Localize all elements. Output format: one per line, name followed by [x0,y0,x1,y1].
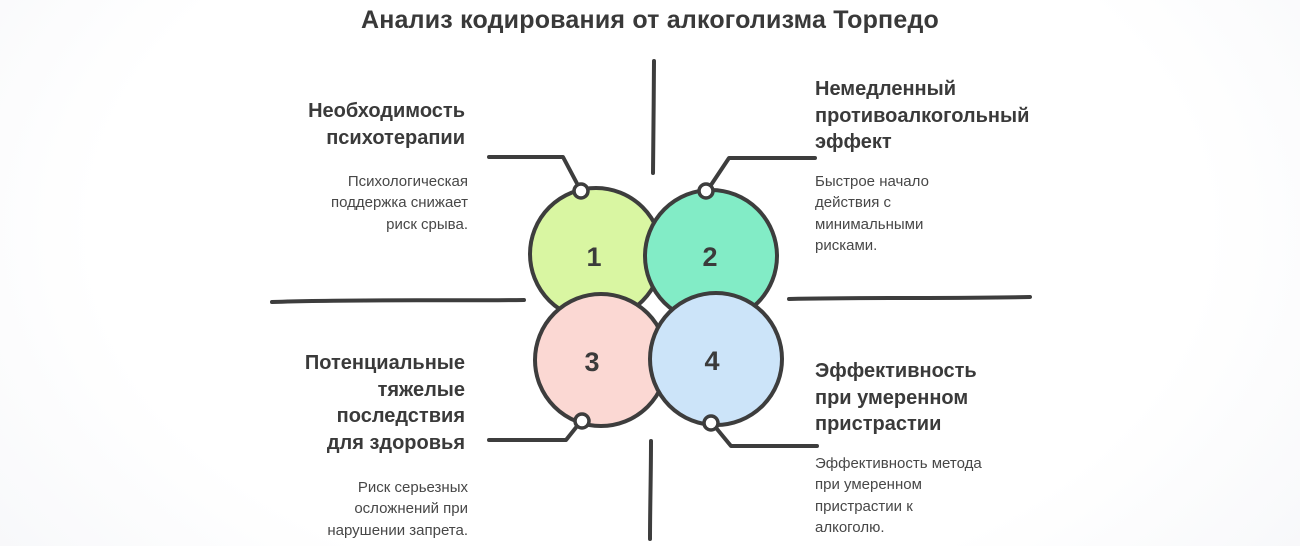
circle-numbers: 1 2 3 4 [584,242,719,377]
quadrant-top-right-description: Быстрое начало действия с минимальными р… [815,173,929,254]
quadrant-top-left-heading: Необходимость психотерапии [308,100,465,149]
node-top-right [697,182,715,200]
circle-3-number: 3 [584,347,599,377]
axis-vertical-top [651,59,656,175]
quadrant-top-left-description: Психологическая поддержка снижает риск с… [330,173,468,233]
circle-3 [533,292,669,428]
axis-horizontal-right [787,295,1032,301]
quadrant-bottom-right-description: Эффективность метода при умеренном прист… [815,455,982,536]
connector-top-left [487,155,583,193]
connector-top-right [705,156,817,193]
circle-4-number: 4 [704,346,719,376]
node-bottom-left [573,412,591,430]
quadrant-top-right-heading: Немедленный противоалкогольный эффект [815,78,1030,154]
quadrant-bottom-left-heading: Потенциальные тяжелые последствия для зд… [304,352,465,454]
venn-circles [528,186,784,428]
axis-lines [270,59,1032,541]
node-bottom-right [702,414,720,432]
connector-bottom-right [710,421,819,448]
quadrant-bottom-left-description: Риск серьезных осложнений при нарушении … [327,479,468,539]
connector-bottom-left [487,418,584,442]
diagram-title: Анализ кодирования от алкоголизма Торпед… [361,6,939,34]
axis-vertical-bottom [648,439,653,541]
connector-nodes [572,182,720,432]
axis-horizontal-left [270,298,526,304]
quadrant-bottom-right-heading: Эффективность при умеренном пристрастии [815,360,977,436]
circle-1-number: 1 [586,242,601,272]
circle-2-number: 2 [702,242,717,272]
node-top-left [572,182,590,200]
